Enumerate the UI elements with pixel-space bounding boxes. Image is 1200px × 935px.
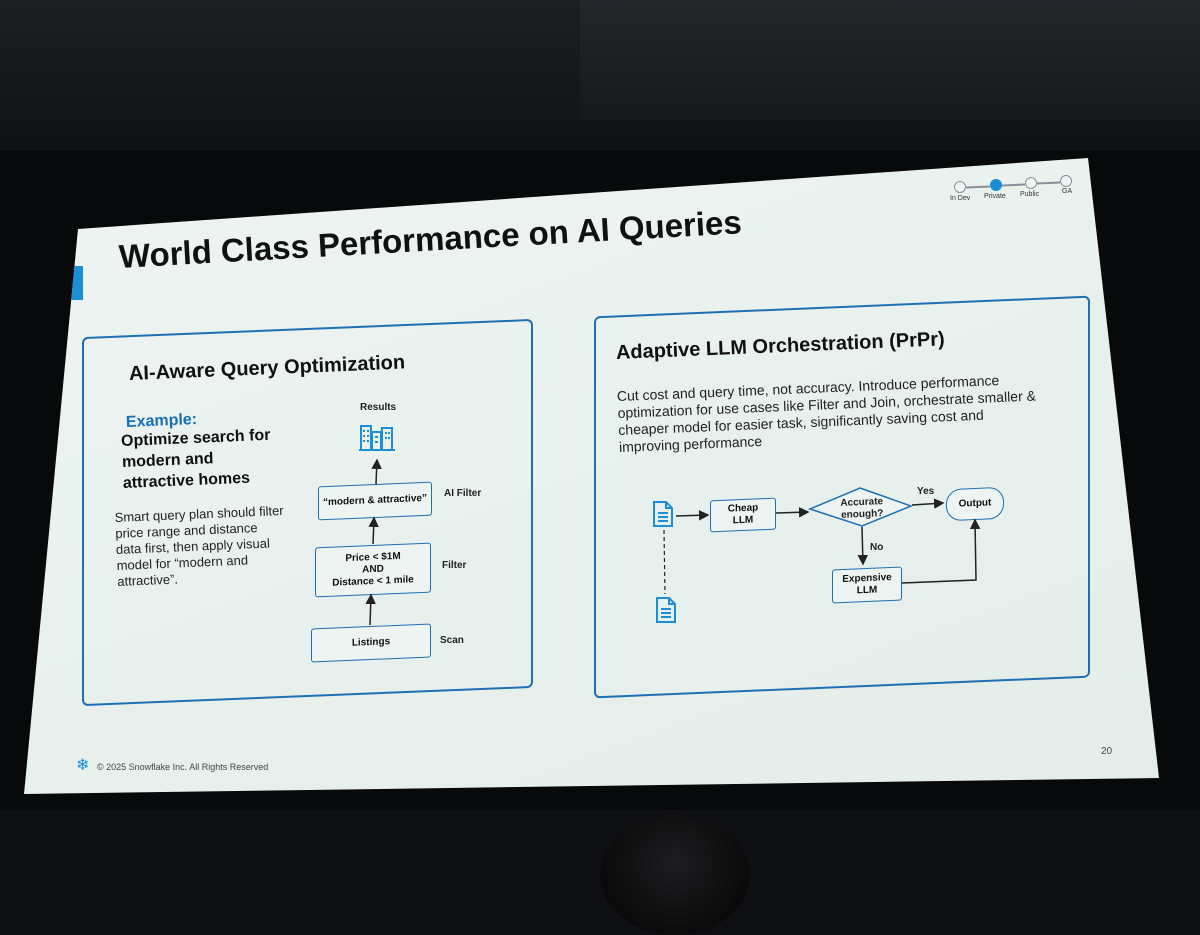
room-wall [580, 0, 1200, 120]
stage-dot-in-dev [954, 181, 966, 193]
title-accent-bar [71, 266, 83, 300]
stage-label-private: Private [984, 193, 1006, 200]
stage-dot-ga [1060, 175, 1072, 187]
decision-text: Accurate enough? [837, 496, 888, 522]
page-number: 20 [1101, 746, 1113, 757]
stage-dot-public [1025, 177, 1037, 189]
presentation-slide: World Class Performance on AI Queries In… [24, 158, 1159, 794]
document-icon-top [652, 500, 674, 528]
flow-connectors [365, 458, 981, 626]
scan-label: Scan [440, 635, 464, 646]
copyright-footer: © 2025 Snowflake Inc. All Rights Reserve… [97, 762, 269, 772]
no-label: No [870, 542, 884, 553]
decision-diamond [807, 487, 914, 527]
filter-label: Filter [442, 560, 467, 571]
decision-line2: enough? [840, 508, 884, 521]
yes-label: Yes [917, 486, 935, 497]
results-label: Results [360, 402, 397, 413]
ai-filter-label: AI Filter [444, 488, 482, 499]
stage-label-in-dev: In Dev [950, 195, 971, 202]
stage-label-ga: GA [1062, 188, 1073, 195]
stage-dot-private [990, 179, 1002, 191]
document-icon-bottom [655, 596, 677, 624]
snowflake-logo-icon: ❄ [76, 757, 90, 774]
buildings-icon [359, 420, 395, 452]
audience-member-silhouette [600, 815, 750, 935]
stage-label-public: Public [1020, 191, 1040, 198]
